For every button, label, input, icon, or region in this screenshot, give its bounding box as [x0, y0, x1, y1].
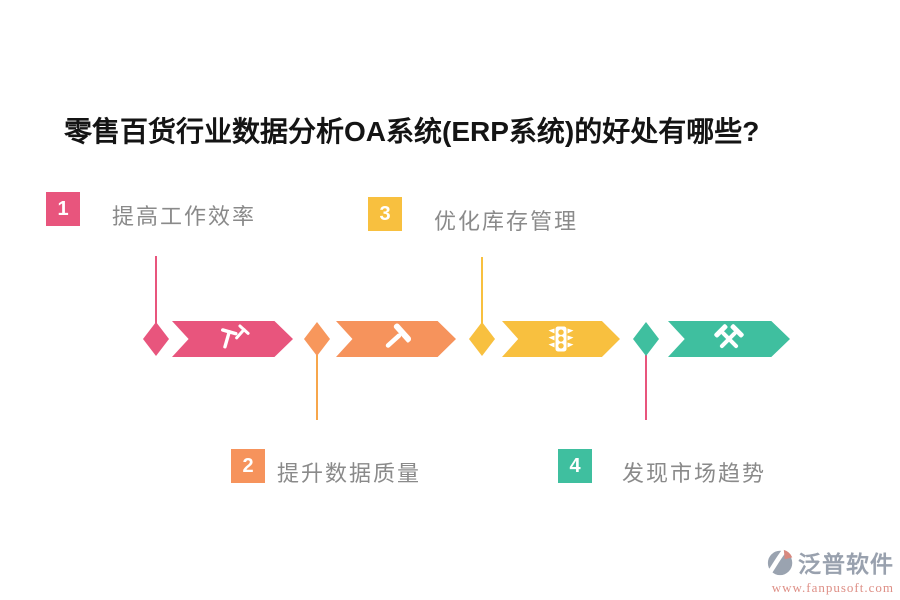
- timeline-diamond-1: [143, 322, 169, 356]
- fanpu-logo-icon: [767, 547, 793, 576]
- step-3-badge: 3: [368, 197, 402, 231]
- step-3-label: 优化库存管理: [434, 209, 579, 234]
- step-2-connector-line: [316, 355, 318, 420]
- hammer-icon: [385, 323, 412, 348]
- step-1-label: 提高工作效率: [112, 204, 257, 229]
- step-4-badge: 4: [558, 449, 592, 483]
- watermark: 泛普软件 www.fanpusoft.com: [766, 545, 894, 596]
- step-4-connector-line: [645, 355, 647, 420]
- step-2-badge: 2: [231, 449, 265, 483]
- timeline-arrow-1: [172, 321, 293, 357]
- timeline-diamond-3: [469, 322, 495, 356]
- step-2-label: 提升数据质量: [277, 461, 422, 486]
- nails-icon: [220, 324, 250, 349]
- step-3-connector-line: [481, 257, 483, 324]
- banner-shape: [172, 321, 293, 357]
- watermark-brand: 泛普软件: [798, 551, 894, 577]
- timeline-arrow-3: [502, 321, 620, 357]
- timeline-diamond-2: [304, 322, 330, 356]
- crossed-hammers-icon: [714, 324, 744, 349]
- timeline-diamond-4: [633, 322, 659, 356]
- step-1-badge: 1: [46, 192, 80, 226]
- timeline-arrow-2: [336, 321, 456, 357]
- step-4-label: 发现市场趋势: [622, 461, 767, 486]
- watermark-url: www.fanpusoft.com: [771, 580, 894, 595]
- traffic-light-icon: [548, 326, 574, 352]
- page-title: 零售百货行业数据分析OA系统(ERP系统)的好处有哪些?: [64, 116, 760, 147]
- step-1-connector-line: [155, 256, 157, 324]
- timeline-arrow-4: [668, 321, 790, 357]
